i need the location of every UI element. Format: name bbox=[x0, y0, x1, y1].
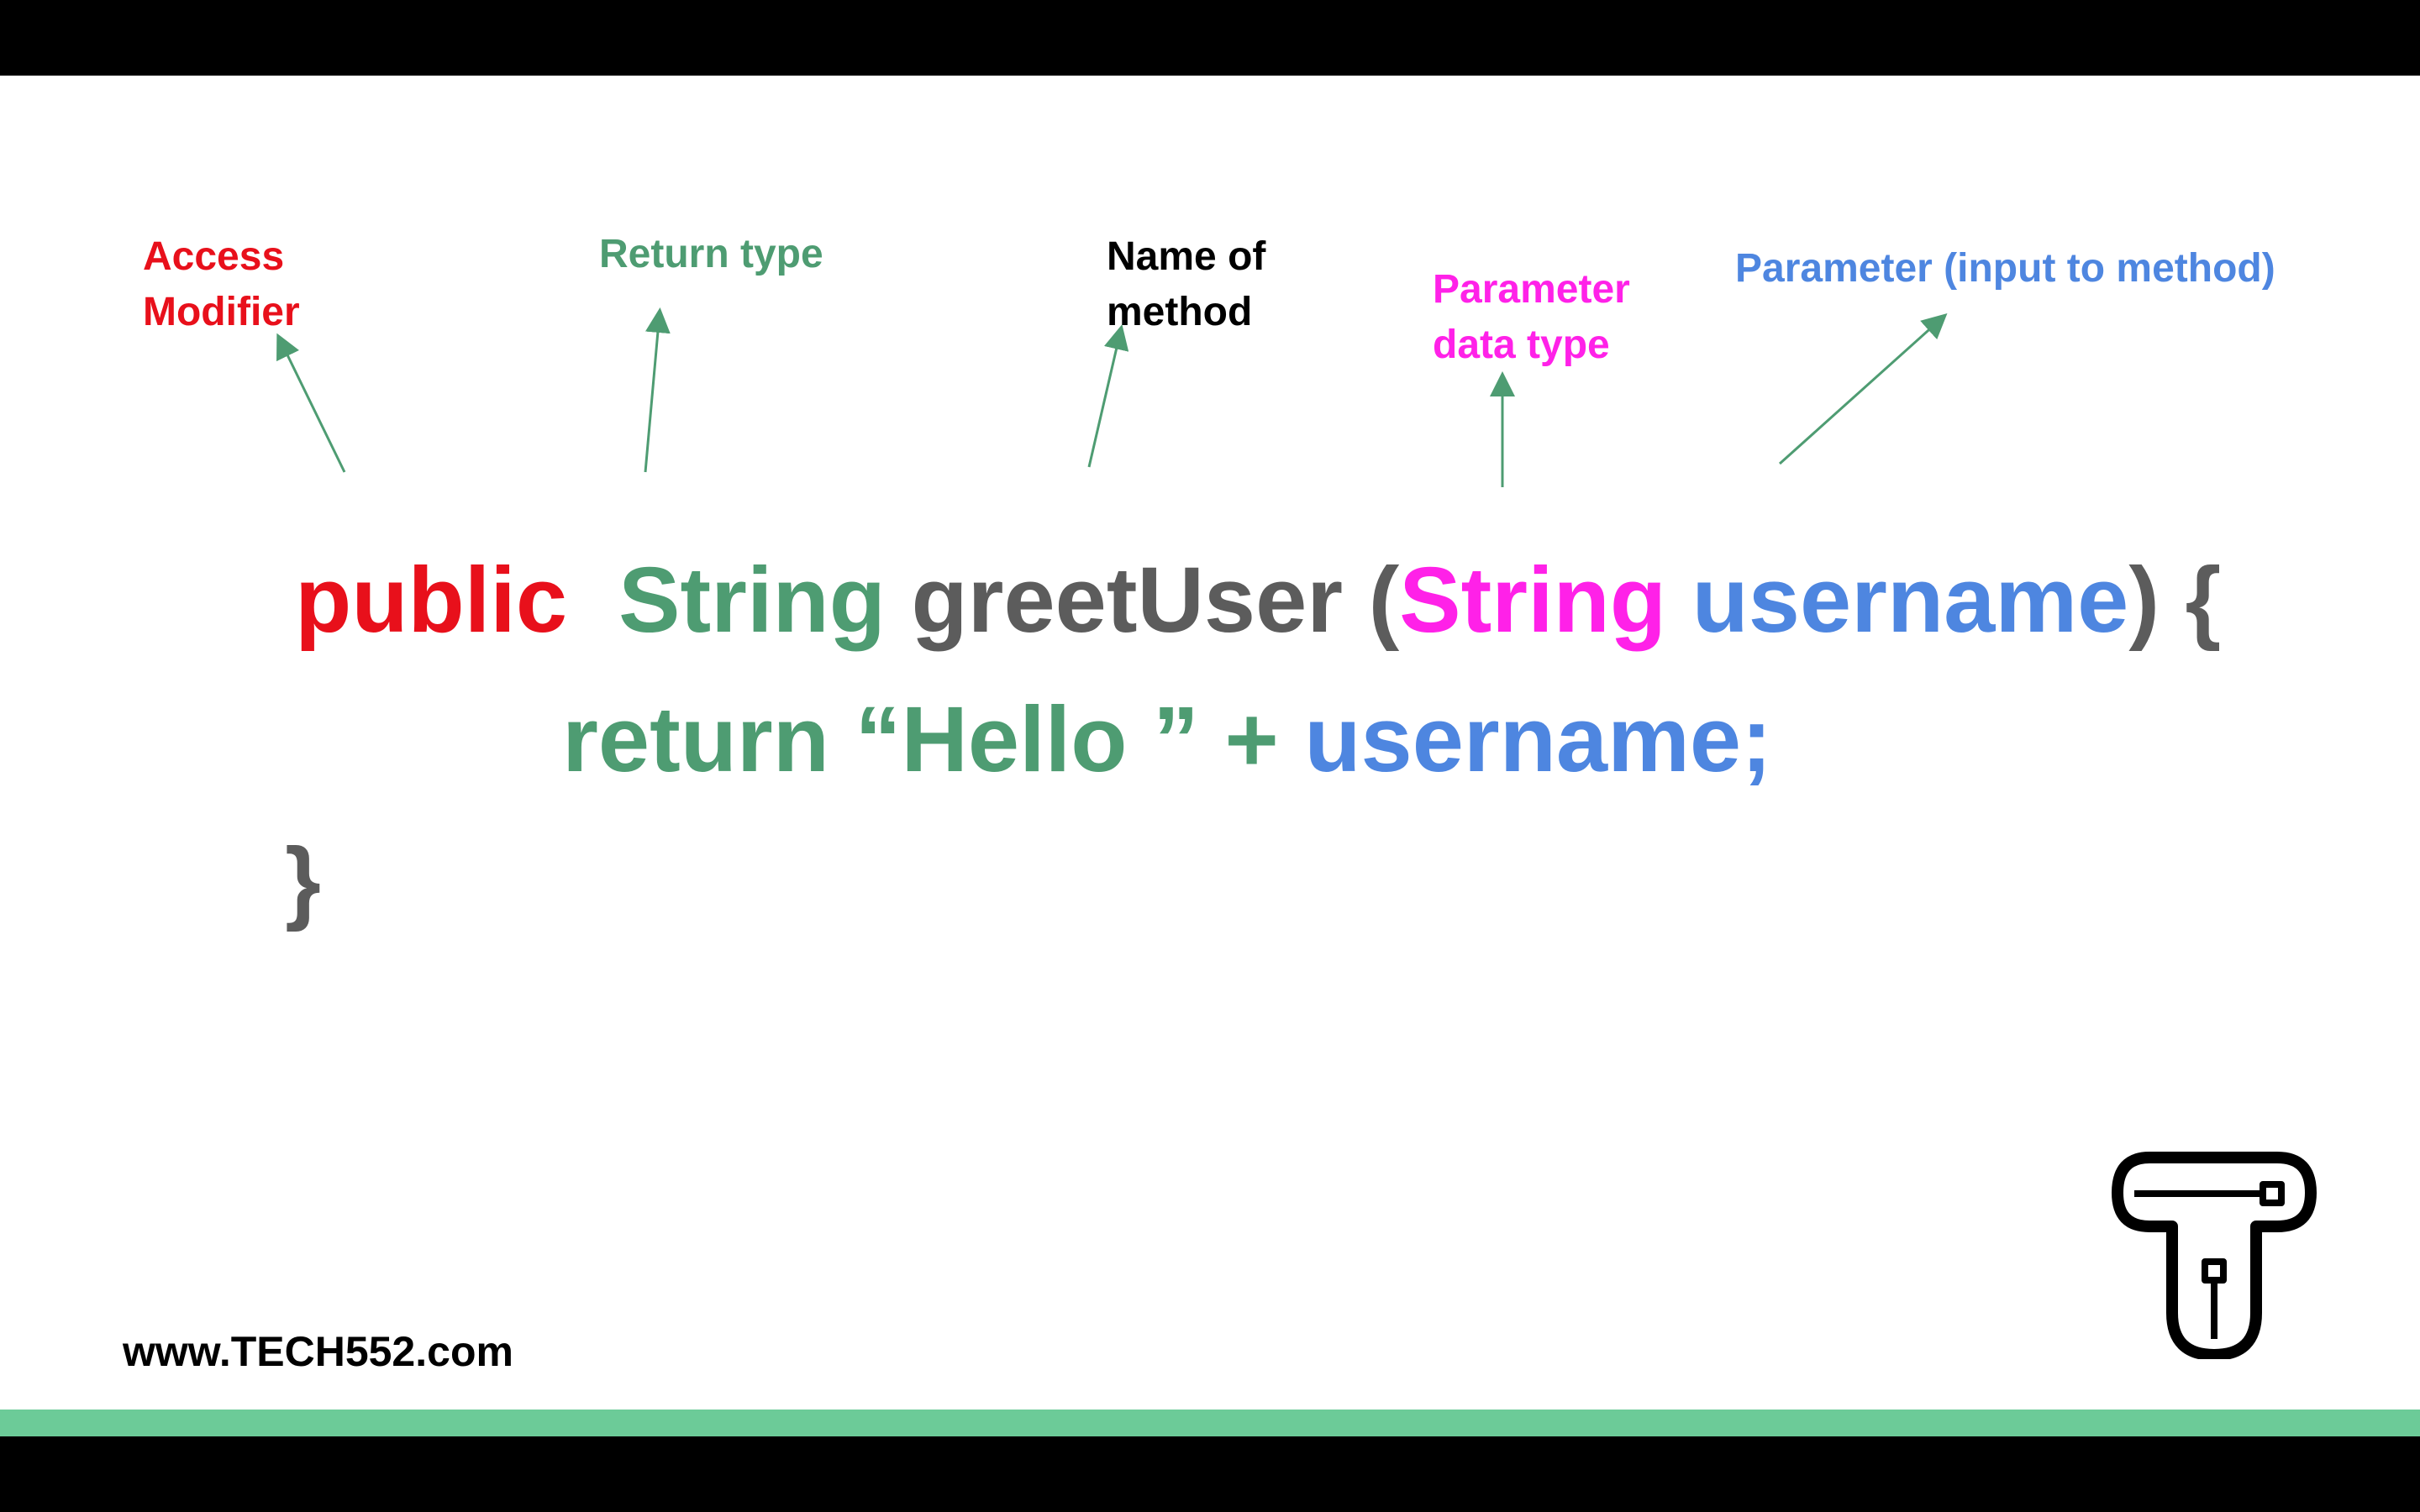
code-line-signature: public String greetUser (String username… bbox=[244, 462, 2221, 647]
code-param-name: username bbox=[1691, 549, 2129, 652]
arrow-access-modifier bbox=[276, 333, 346, 473]
code-close-paren-brace: ) { bbox=[2128, 549, 2222, 652]
code-method-name: greetUser bbox=[911, 549, 1344, 652]
code-public-keyword: public bbox=[295, 549, 568, 652]
code-line-closing-brace: } bbox=[234, 743, 321, 927]
code-param-type: String bbox=[1399, 549, 1667, 652]
code-return-expression: return “Hello ” + bbox=[562, 688, 1305, 791]
slide-canvas bbox=[0, 76, 2420, 1411]
label-parameter-data-type: Parameter data type bbox=[1433, 267, 1630, 367]
tech552-logo-icon bbox=[2112, 1152, 2317, 1359]
code-return-type: String bbox=[618, 549, 886, 652]
footer-accent-band bbox=[0, 1410, 2420, 1436]
label-method-name: Name of method bbox=[1107, 234, 1266, 334]
code-line-return: return “Hello ” + username; bbox=[511, 601, 1772, 786]
code-open-paren: ( bbox=[1343, 549, 1400, 652]
label-return-type: Return type bbox=[599, 232, 823, 276]
code-return-variable: username; bbox=[1304, 688, 1772, 791]
arrow-parameter bbox=[1778, 312, 1948, 465]
code-closing-brace: } bbox=[285, 829, 321, 932]
label-parameter: Parameter (input to method) bbox=[1735, 246, 2275, 291]
arrow-method-name bbox=[1087, 324, 1129, 468]
arrow-return-type bbox=[644, 307, 671, 473]
website-url: www.TECH552.com bbox=[123, 1328, 513, 1375]
label-access-modifier: Access Modifier bbox=[143, 234, 300, 334]
